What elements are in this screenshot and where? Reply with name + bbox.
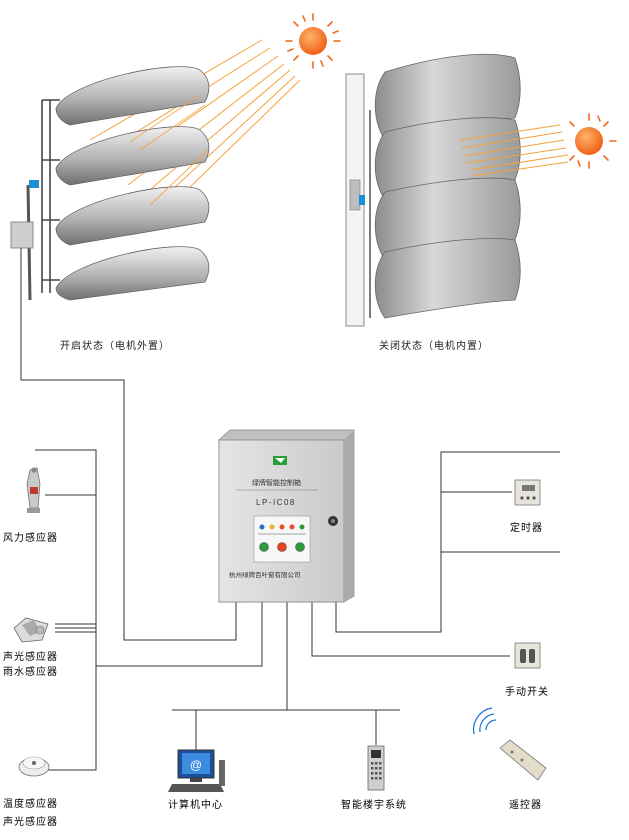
indicator-panel: [253, 515, 311, 563]
control-box: 绿牌智能控制箱 LP-IC08 杭州绿牌百叶窗有限公司: [218, 429, 355, 603]
sound-light-sensor-label-2: 声光感应器: [3, 815, 58, 828]
control-buttons[interactable]: [259, 542, 305, 552]
temperature-sensor-icon: [18, 756, 50, 777]
wiring: [20, 248, 560, 771]
external-motor-icon: [10, 180, 39, 301]
sun-icon-left: [285, 13, 341, 69]
louver-frame: [41, 99, 60, 293]
computer-icon: @: [168, 749, 225, 792]
sound-light-sensor-label: 声光感应器: [3, 650, 58, 663]
computer-center-label: 计算机中心: [168, 798, 223, 811]
indicator-lights: [258, 524, 306, 535]
wireless-signal-icon: [472, 707, 497, 735]
sun-rays-right: [459, 124, 569, 177]
open-state-illustration: [10, 13, 341, 301]
louver-blade: [55, 246, 210, 301]
closed-state-label: 关闭状态（电机内置）: [379, 339, 489, 352]
manual-switch-icon: [514, 642, 541, 669]
wind-sensor-label: 风力感应器: [3, 531, 58, 544]
timer-icon: [514, 479, 541, 506]
sun-icon-right: [569, 113, 617, 169]
key-lock-icon[interactable]: [328, 516, 338, 526]
stop-button: [277, 542, 287, 552]
up-button: [259, 542, 269, 552]
control-box-title: 绿牌智能控制箱: [252, 478, 301, 487]
light-rain-sensor-icon: [13, 617, 49, 643]
timer-label: 定时器: [510, 521, 543, 534]
open-state-label: 开启状态（电机外置）: [60, 339, 170, 352]
temperature-sensor-label: 温度感应器: [3, 797, 58, 810]
brand-logo-icon: [273, 456, 287, 465]
louver-blade: [374, 238, 521, 319]
control-box-company: 杭州绿牌百叶窗有限公司: [229, 570, 301, 579]
closed-louver-blades: [374, 53, 521, 319]
building-system-icon: [367, 745, 385, 791]
svg-text:@: @: [190, 758, 202, 772]
remote-control-icon: [472, 707, 547, 781]
manual-switch-label: 手动开关: [505, 685, 549, 698]
rain-sensor-label: 雨水感应器: [3, 665, 58, 678]
louver-blade: [55, 66, 210, 126]
open-louver-blades: [55, 66, 210, 301]
louver-blade: [55, 126, 210, 186]
building-system-label: 智能楼宇系统: [341, 798, 407, 811]
louver-blade: [55, 186, 210, 246]
closed-state-illustration: [345, 53, 617, 327]
control-box-model: LP-IC08: [256, 498, 296, 507]
down-button: [295, 542, 305, 552]
wind-sensor-icon: [26, 467, 41, 513]
remote-label: 遥控器: [509, 798, 542, 811]
